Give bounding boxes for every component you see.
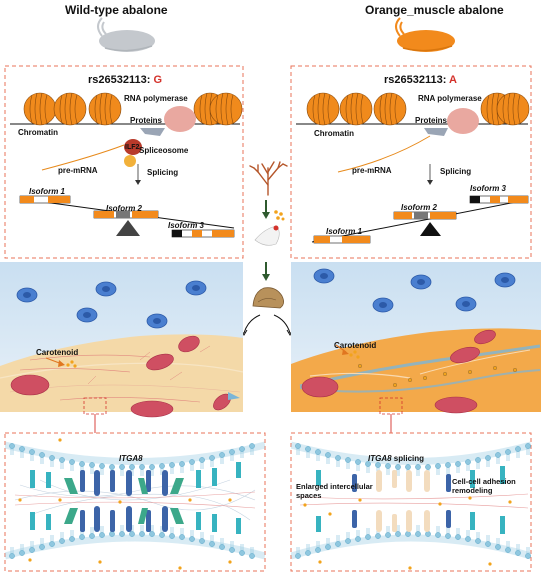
header-orange-muscle: Orange_muscle abalone <box>365 3 504 17</box>
left-spliceosome-shape <box>124 155 136 167</box>
right-rna-polymerase-label: RNA polymerase <box>418 94 482 103</box>
left-isoform1-bar <box>19 195 71 204</box>
right-isoform3-label: Isoform 3 <box>470 184 507 193</box>
down-arrow-icon-1 <box>262 200 270 219</box>
left-pre-mrna-label: pre-mRNA <box>58 166 98 175</box>
right-splicing-label: Splicing <box>440 167 471 176</box>
left-ilf2-shape <box>124 139 142 155</box>
right-genetics-panel <box>290 65 532 259</box>
right-gene-label: ITGA8 splicing <box>368 454 424 463</box>
right-fulcrum <box>420 222 441 236</box>
left-protein-shape <box>140 128 165 136</box>
right-protein-shape <box>424 128 448 136</box>
left-pre-mrna-strand <box>41 144 125 171</box>
juvenile-abalone-icon <box>252 287 284 309</box>
left-isoform3-label: Isoform 3 <box>168 221 205 230</box>
right-pre-mrna-strand <box>337 135 431 173</box>
left-proteins-label: Proteins <box>130 116 163 125</box>
left-carotenoid-arrow <box>45 357 77 368</box>
right-chromatin-label: Chromatin <box>314 129 354 138</box>
right-proteins-label: Proteins <box>415 116 448 125</box>
left-fulcrum <box>116 220 140 236</box>
right-pre-mrna-label: pre-mRNA <box>352 166 392 175</box>
left-membrane-drawing <box>5 438 265 570</box>
right-snp-label: rs26532113: A <box>384 74 457 86</box>
right-isoform2-bar <box>393 211 457 220</box>
right-membrane-drawing <box>291 441 531 570</box>
left-isoform1-label: Isoform 1 <box>29 187 66 196</box>
right-isoform1-bar <box>313 235 371 244</box>
orange-abalone-icon <box>395 17 455 52</box>
left-chromatin-label: Chromatin <box>18 128 58 137</box>
left-isoform2-label: Isoform 2 <box>106 204 143 213</box>
left-ilf2-label: ILF2 <box>125 144 139 151</box>
left-gene-label: ITGA8 <box>119 454 143 463</box>
down-arrow-icon-2 <box>262 262 270 281</box>
right-carotenoid-label: Carotenoid <box>334 341 376 350</box>
right-muscle-scene <box>291 262 541 433</box>
larva-icon <box>254 225 280 246</box>
left-carotenoid-label: Carotenoid <box>36 348 78 357</box>
left-spliceosome-label: Spliceosome <box>139 146 189 155</box>
right-isoform1-label: Isoform 1 <box>326 227 363 236</box>
left-genetics-panel <box>4 65 244 259</box>
right-membrane-panel <box>290 432 532 572</box>
grey-abalone-icon <box>97 17 155 52</box>
left-snp-label: rs26532113: G <box>88 74 162 86</box>
left-rna-polymerase-label: RNA polymerase <box>124 94 188 103</box>
seaweed-icon <box>249 161 288 196</box>
right-carotenoid-arrow <box>335 344 360 359</box>
left-isoform2-bar <box>93 210 159 219</box>
right-rna-polymerase-shape <box>447 108 479 134</box>
left-splicing-label: Splicing <box>147 168 178 177</box>
right-seesaw-beam <box>311 199 527 243</box>
right-isoform2-label: Isoform 2 <box>401 203 438 212</box>
pellets-icon <box>274 210 285 221</box>
left-isoform3-bar <box>171 229 235 238</box>
header-wild-type: Wild-type abalone <box>65 3 168 17</box>
left-rna-polymerase-shape <box>164 106 196 132</box>
left-muscle-scene <box>0 262 244 433</box>
branch-arrows-icon <box>240 314 294 337</box>
right-isoform3-bar <box>469 195 529 204</box>
